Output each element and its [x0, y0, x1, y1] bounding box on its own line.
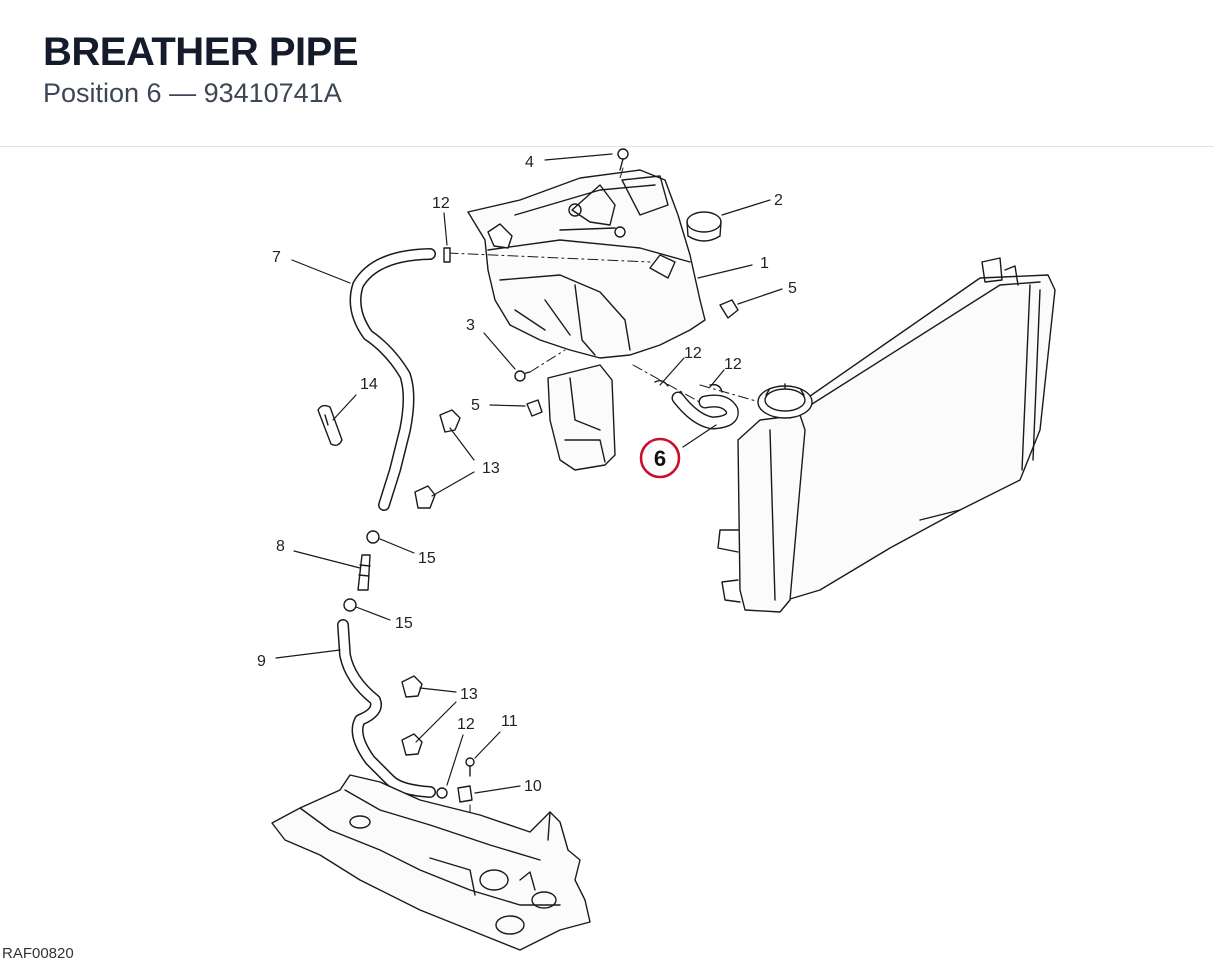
callout-15-a: 15 — [418, 550, 436, 567]
callout-2: 2 — [774, 192, 783, 209]
valve-8-assembly — [343, 530, 380, 612]
screw-3 — [514, 370, 531, 382]
belly-pan — [271, 774, 591, 951]
callout-10: 10 — [524, 778, 542, 795]
callout-12-a: 12 — [432, 195, 450, 212]
callout-12-d: 12 — [457, 716, 475, 733]
highlighted-callout-6: 6 — [639, 437, 681, 479]
callout-labels: 1 2 3 4 5 5 7 8 9 10 11 12 12 12 12 12 1… — [257, 154, 797, 795]
callout-12-c: 12 — [724, 356, 742, 373]
label-plate-14 — [317, 404, 343, 447]
hose-9 — [337, 619, 436, 798]
callout-9: 9 — [257, 653, 266, 670]
screw-4 — [617, 148, 629, 171]
exploded-parts-diagram: 1 2 3 4 5 5 7 8 9 10 11 12 12 12 12 12 1… — [257, 148, 1056, 951]
radiator — [717, 257, 1056, 613]
callout-12-b: 12 — [684, 345, 702, 362]
callout-8: 8 — [276, 538, 285, 555]
clip-5-right — [719, 299, 739, 319]
clip-5-left — [526, 399, 543, 417]
page-subtitle: Position 6 — 93410741A — [43, 78, 342, 108]
callout-4: 4 — [525, 154, 534, 171]
clips-13-upper — [414, 409, 461, 509]
tank-cap — [686, 211, 722, 242]
hose-7 — [349, 248, 436, 511]
callout-15-b: 15 — [395, 615, 413, 632]
highlighted-callout-number: 6 — [654, 446, 666, 471]
callout-14: 14 — [360, 376, 378, 393]
clips-13-lower — [401, 675, 423, 756]
callout-5-right: 5 — [788, 280, 797, 297]
callout-1: 1 — [760, 255, 769, 272]
callout-5-left: 5 — [471, 397, 480, 414]
clamp-12-top — [443, 247, 451, 263]
breather-pipe-6 — [654, 379, 739, 430]
callout-13-a: 13 — [482, 460, 500, 477]
callout-11: 11 — [501, 713, 518, 730]
page-title: BREATHER PIPE — [43, 30, 359, 74]
drawing-reference-code: RAF00820 — [2, 945, 74, 962]
callout-3: 3 — [466, 317, 475, 334]
leader-lines — [275, 153, 783, 794]
callout-7: 7 — [272, 249, 281, 266]
callout-13-b: 13 — [460, 686, 478, 703]
header: BREATHER PIPE Position 6 — 93410741A — [0, 0, 1214, 147]
expansion-tank — [467, 169, 706, 471]
